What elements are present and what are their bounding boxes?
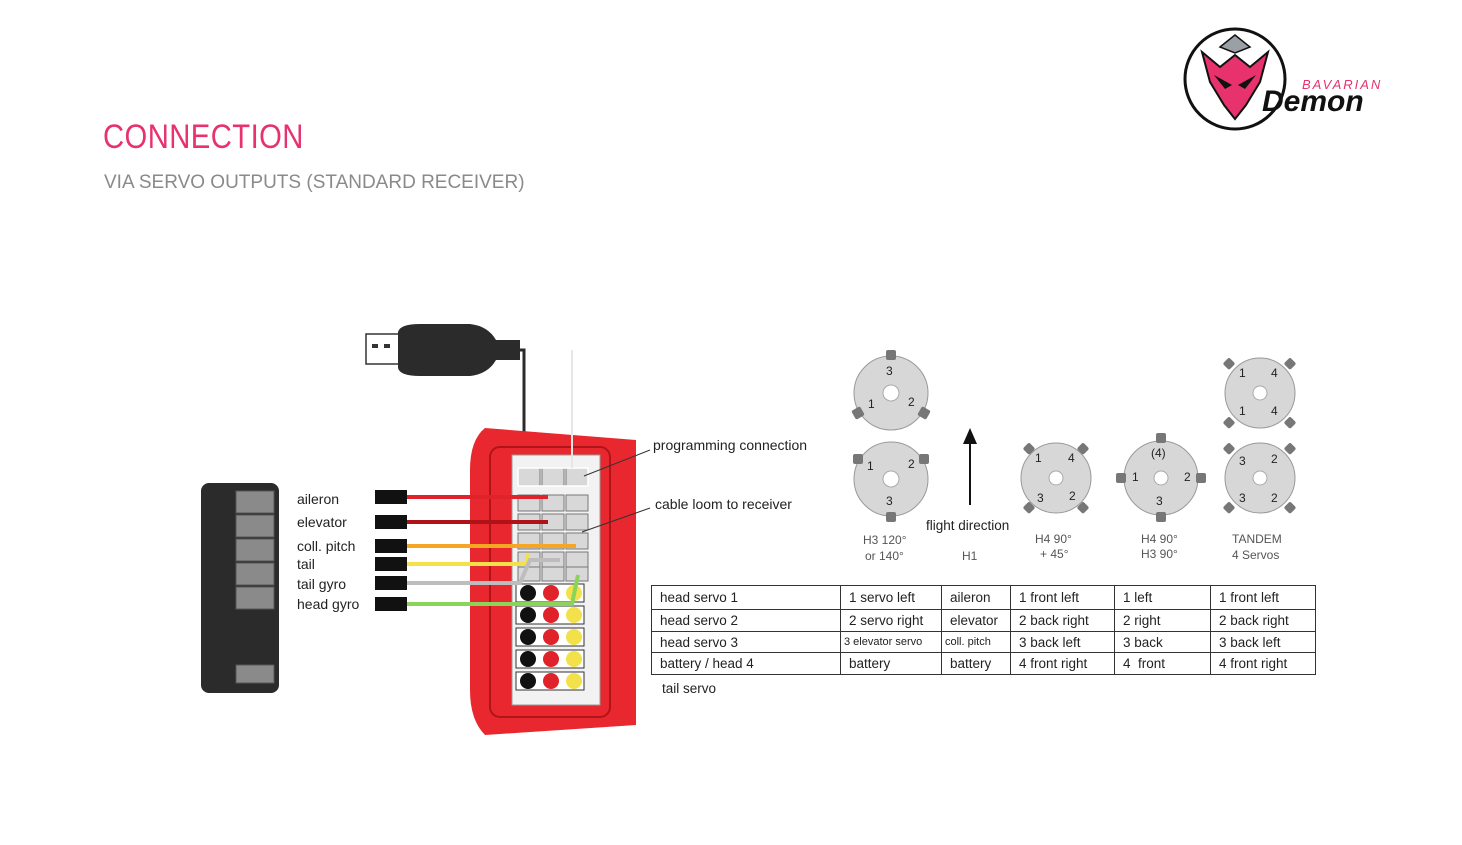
table-cell: head servo 1	[651, 585, 841, 610]
swashplate-h4-90	[1116, 433, 1206, 522]
channel-wires	[375, 490, 580, 611]
h3-bottom-num-2: 2	[908, 457, 915, 471]
tandem-caption-1: TANDEM	[1232, 532, 1282, 546]
tandem-front-num-4a: 4	[1271, 366, 1278, 380]
table-cell: 2 right	[1114, 609, 1211, 632]
flight-direction-label: flight direction	[926, 518, 1010, 533]
h4-90-caption-1: H4 90°	[1141, 532, 1178, 546]
table-row: head servo 1 1 servo left aileron 1 fron…	[651, 585, 1316, 610]
table-cell: 3 back	[1114, 631, 1211, 653]
table-cell: 1 front left	[1010, 585, 1115, 610]
usb-programmer	[365, 324, 526, 470]
tail-servo-label: tail servo	[662, 681, 717, 696]
h3-caption-1: H3 120°	[863, 533, 907, 547]
h4-45-num-1: 1	[1035, 451, 1042, 465]
h4-90-num-2: 2	[1184, 470, 1191, 484]
table-cell: aileron	[941, 585, 1011, 610]
receiver	[201, 483, 279, 693]
h4-45-num-2: 2	[1069, 489, 1076, 503]
svg-text:BAVARIAN: BAVARIAN	[1302, 77, 1382, 92]
table-cell: head servo 3	[651, 631, 841, 653]
swashplate-h3-bottom	[853, 441, 929, 522]
table-cell: 2 servo right	[840, 609, 942, 632]
channel-label-head-gyro: head gyro	[297, 596, 360, 612]
table-cell: elevator	[941, 609, 1011, 632]
table-cell: 3 back left	[1210, 631, 1316, 653]
table-cell: coll. pitch	[941, 631, 1011, 653]
h4-45-num-3: 3	[1037, 491, 1044, 505]
h4-90-num-1: 1	[1132, 470, 1139, 484]
h3-caption-2: or 140°	[865, 549, 904, 563]
swashplate-h4-45	[1020, 442, 1092, 514]
h3-top-num-1: 1	[868, 397, 875, 411]
programming-connection-callout: programming connection	[653, 437, 808, 453]
h4-45-num-4: 4	[1068, 451, 1075, 465]
table-cell: 3 elevator servo	[840, 631, 942, 653]
tandem-caption-2: 4 Servos	[1232, 548, 1280, 562]
h3-top-num-2: 2	[908, 395, 915, 409]
tandem-back-num-3b: 3	[1239, 491, 1246, 505]
table-row: head servo 2 2 servo right elevator 2 ba…	[651, 609, 1316, 632]
table-cell: 4 front	[1114, 652, 1211, 675]
h4-90-caption-2: H3 90°	[1141, 547, 1178, 561]
table-row: head servo 3 3 elevator servo coll. pitc…	[651, 631, 1316, 653]
h3-bottom-num-3: 3	[886, 494, 893, 508]
table-cell: 2 back right	[1010, 609, 1115, 632]
table-cell: head servo 2	[651, 609, 841, 632]
page-subtitle: VIA SERVO OUTPUTS (STANDARD RECEIVER)	[104, 172, 525, 193]
table-cell: 2 back right	[1210, 609, 1316, 632]
channel-label-aileron: aileron	[297, 491, 340, 507]
channel-label-coll-pitch: coll. pitch	[297, 538, 356, 554]
swashplate-tandem-back	[1223, 442, 1296, 514]
table-cell: battery / head 4	[651, 652, 841, 675]
h4-90-num-3: 3	[1156, 494, 1163, 508]
tandem-back-num-3a: 3	[1239, 454, 1246, 468]
table-cell: 4 front right	[1210, 652, 1316, 675]
table-cell: 1 left	[1114, 585, 1211, 610]
h4-45-caption-1: H4 90°	[1035, 532, 1072, 546]
h4-45-caption-2: + 45°	[1040, 547, 1069, 561]
channel-label-tail-gyro: tail gyro	[297, 576, 347, 592]
table-cell: battery	[941, 652, 1011, 675]
tandem-back-num-2b: 2	[1271, 491, 1278, 505]
table-cell: 3 back left	[1010, 631, 1115, 653]
h4-90-num-4: (4)	[1151, 446, 1166, 460]
servo-plug-rows	[515, 583, 585, 691]
flybarless-unit	[470, 350, 636, 735]
bavarian-demon-logo: BAVARIAN Demon	[1183, 27, 1382, 131]
table-cell: battery	[840, 652, 942, 675]
tandem-front-num-4b: 4	[1271, 404, 1278, 418]
flight-direction-arrow	[963, 428, 977, 505]
channel-label-tail: tail	[297, 556, 315, 572]
connection-table: head servo 1 1 servo left aileron 1 fron…	[651, 585, 1316, 675]
h3-bottom-num-1: 1	[867, 459, 874, 473]
h3-top-num-3: 3	[886, 364, 893, 378]
cable-loom-callout: cable loom to receiver	[655, 496, 792, 512]
table-row: battery / head 4 battery battery 4 front…	[651, 652, 1316, 675]
tandem-back-num-2a: 2	[1271, 452, 1278, 466]
tandem-front-num-1b: 1	[1239, 404, 1246, 418]
h1-caption: H1	[962, 549, 978, 563]
channel-label-elevator: elevator	[297, 514, 347, 530]
page-title: CONNECTION	[103, 118, 304, 156]
swashplate-tandem-front	[1223, 357, 1296, 429]
table-cell: 1 front left	[1210, 585, 1316, 610]
table-cell: 1 servo left	[840, 585, 942, 610]
table-cell: 4 front right	[1010, 652, 1115, 675]
swashplate-h3-top	[851, 350, 931, 431]
tandem-front-num-1a: 1	[1239, 366, 1246, 380]
svg-text:Demon: Demon	[1262, 85, 1364, 118]
